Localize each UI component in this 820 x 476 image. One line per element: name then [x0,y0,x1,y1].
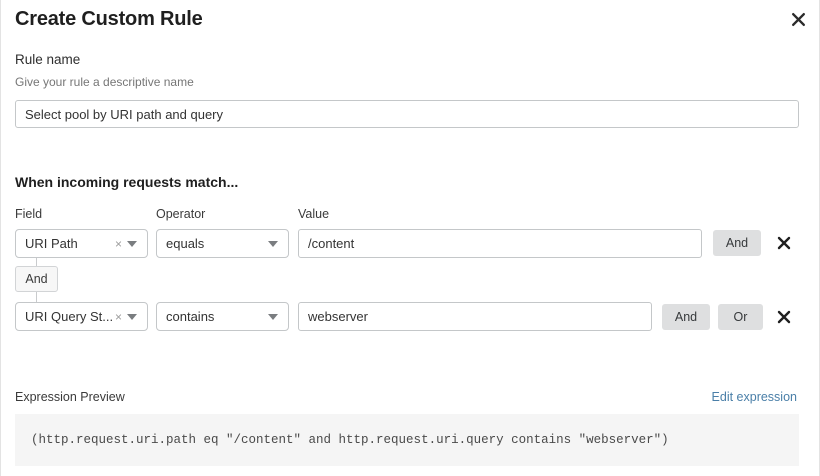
chevron-down-icon-operator-row-1[interactable] [268,240,278,247]
connector-line-top [36,258,37,266]
value-input-row-2[interactable] [298,302,652,331]
delete-row-icon-row-1[interactable] [773,232,795,254]
chevron-down-icon-field-row-1[interactable] [127,240,137,247]
expression-preview-code: (http.request.uri.path eq "/content" and… [15,414,799,466]
field-clear-icon-row-1[interactable]: × [114,236,122,251]
chevron-down-icon-operator-row-2[interactable] [268,313,278,320]
connector-line-bottom [36,292,37,302]
close-icon[interactable] [785,6,811,32]
expression-preview-label: Expression Preview [15,390,125,404]
or-button-row-2[interactable]: Or [718,304,763,330]
dialog-title: Create Custom Rule [15,8,203,30]
group-connector-and[interactable]: And [15,266,58,292]
column-header-operator: Operator [156,207,206,221]
rule-name-help-text: Give your rule a descriptive name [15,75,194,89]
delete-row-icon-row-2[interactable] [773,306,795,328]
and-button-row-1[interactable]: And [713,230,761,256]
chevron-down-icon-field-row-2[interactable] [127,313,137,320]
field-select-value-row-2: URI Query St... [25,309,113,324]
field-select-row-2[interactable]: URI Query St... × [15,302,148,331]
value-input-row-1[interactable] [298,229,702,258]
field-clear-icon-row-2[interactable]: × [114,309,122,324]
operator-select-value-row-2: contains [166,309,215,324]
operator-select-row-1[interactable]: equals [156,229,289,258]
field-select-value-row-1: URI Path [25,236,78,251]
operator-select-value-row-1: equals [166,236,205,251]
field-select-row-1[interactable]: URI Path × [15,229,148,258]
column-header-value: Value [298,207,330,221]
and-button-row-2[interactable]: And [662,304,710,330]
rule-name-label: Rule name [15,52,81,67]
match-section-title: When incoming requests match... [15,174,239,190]
operator-select-row-2[interactable]: contains [156,302,289,331]
column-header-field: Field [15,207,43,221]
rule-name-input[interactable] [15,100,799,128]
edit-expression-link[interactable]: Edit expression [711,390,797,404]
